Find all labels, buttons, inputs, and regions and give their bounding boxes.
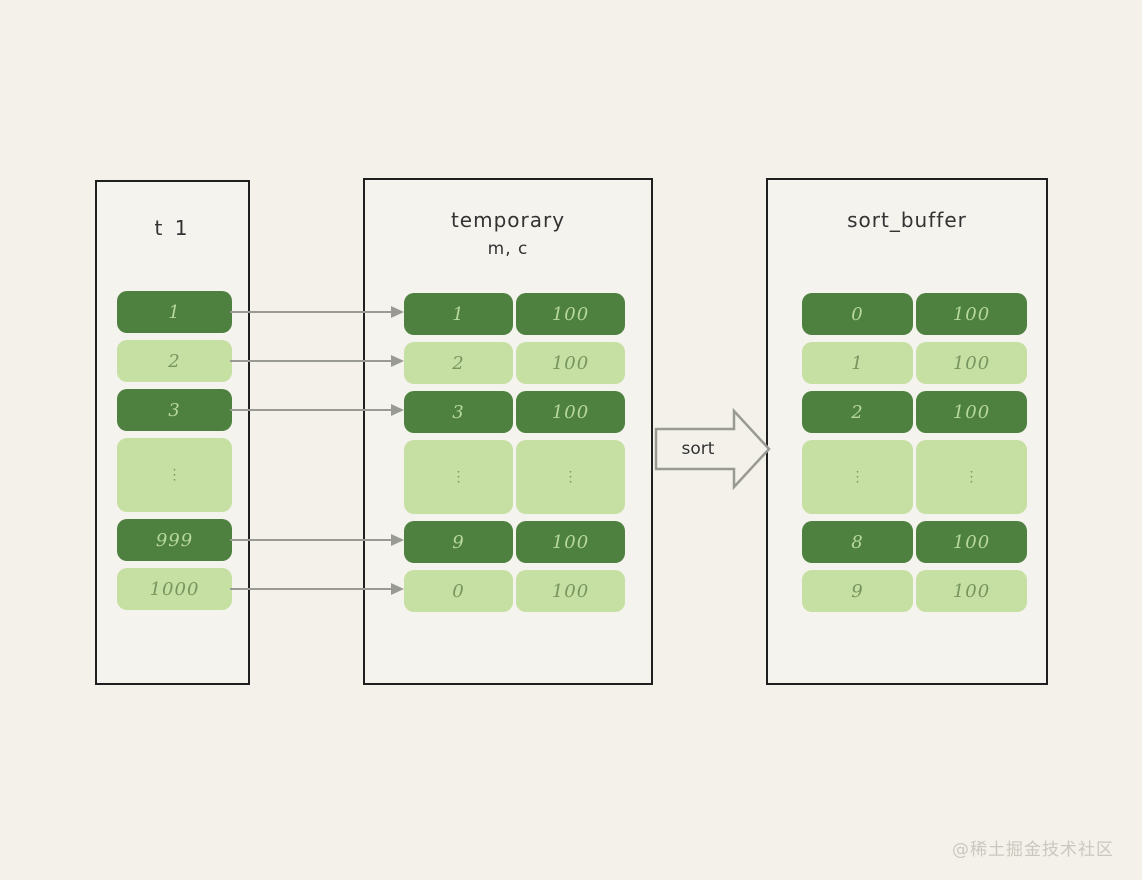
cell-value: 100 — [916, 570, 1027, 612]
cell-value: 100 — [516, 391, 625, 433]
box-title: t 1 — [154, 216, 191, 240]
cell-value: 9 — [404, 521, 513, 563]
table-box-t1: t 1 1 2 3 ⋮ 999 1000 — [95, 180, 250, 685]
cell-value: 2 — [117, 340, 232, 382]
cell-value: 1 — [404, 293, 513, 335]
table-row: 0 100 — [404, 570, 625, 612]
cell-stack: 0 100 1 100 2 100 ⋮ ⋮ 8 100 9 100 — [802, 293, 1027, 612]
cell-value: 3 — [404, 391, 513, 433]
sort-arrow-label: sort — [682, 439, 715, 459]
cell-value: 2 — [404, 342, 513, 384]
cell-value: 0 — [802, 293, 913, 335]
cell-value: 1000 — [117, 568, 232, 610]
cell-stack: 1 100 2 100 3 100 ⋮ ⋮ 9 100 0 100 — [404, 293, 625, 612]
table-row: 1 — [117, 291, 232, 333]
table-row: 3 100 — [404, 391, 625, 433]
table-row-ellipsis: ⋮ ⋮ — [802, 440, 1027, 514]
cell-value: 100 — [916, 521, 1027, 563]
cell-value: 999 — [117, 519, 232, 561]
cell-value: 100 — [916, 293, 1027, 335]
ellipsis-cell: ⋮ — [404, 440, 513, 514]
table-row: 999 — [117, 519, 232, 561]
table-box-sort-buffer: sort_buffer 0 100 1 100 2 100 ⋮ ⋮ 8 100 — [766, 178, 1048, 685]
table-row: 3 — [117, 389, 232, 431]
box-title: temporary — [450, 208, 566, 232]
sort-arrow-shape — [654, 407, 771, 491]
table-row: 2 100 — [404, 342, 625, 384]
cell-value: 100 — [516, 342, 625, 384]
table-row: 1 100 — [404, 293, 625, 335]
table-row: 8 100 — [802, 521, 1027, 563]
ellipsis-cell: ⋮ — [916, 440, 1027, 514]
cell-value: 0 — [404, 570, 513, 612]
cell-value: 100 — [516, 293, 625, 335]
table-row: 9 100 — [802, 570, 1027, 612]
cell-stack: 1 2 3 ⋮ 999 1000 — [117, 291, 232, 610]
ellipsis-cell: ⋮ — [802, 440, 913, 514]
cell-value: 2 — [802, 391, 913, 433]
cell-value: 100 — [516, 570, 625, 612]
cell-value: 1 — [802, 342, 913, 384]
table-row: 9 100 — [404, 521, 625, 563]
table-row: 2 100 — [802, 391, 1027, 433]
cell-value: 9 — [802, 570, 913, 612]
cell-value: 1 — [117, 291, 232, 333]
table-box-temporary: temporary m, c 1 100 2 100 3 100 ⋮ ⋮ 9 1… — [363, 178, 653, 685]
ellipsis-cell: ⋮ — [117, 438, 232, 512]
cell-value: 8 — [802, 521, 913, 563]
table-row: 0 100 — [802, 293, 1027, 335]
cell-value: 100 — [916, 342, 1027, 384]
cell-value: 3 — [117, 389, 232, 431]
table-row-ellipsis: ⋮ — [117, 438, 232, 512]
table-row: 2 — [117, 340, 232, 382]
box-subtitle: m, c — [487, 239, 529, 259]
watermark: @稀土掘金技术社区 — [952, 840, 1114, 860]
ellipsis-cell: ⋮ — [516, 440, 625, 514]
cell-value: 100 — [916, 391, 1027, 433]
table-row: 1000 — [117, 568, 232, 610]
box-title: sort_buffer — [847, 208, 967, 232]
sort-block-arrow: sort — [654, 407, 771, 491]
table-row-ellipsis: ⋮ ⋮ — [404, 440, 625, 514]
table-row: 1 100 — [802, 342, 1027, 384]
cell-value: 100 — [516, 521, 625, 563]
